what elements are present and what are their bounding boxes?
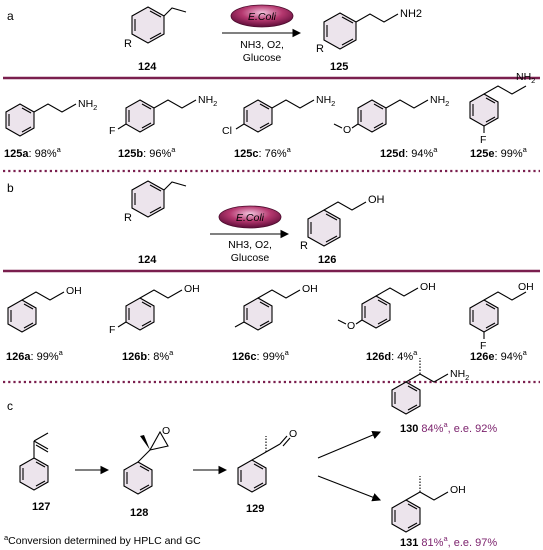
amine-label: NH2 xyxy=(430,94,449,108)
methoxy-oxygen: O xyxy=(343,124,351,136)
product-126: OH R 126 xyxy=(300,194,385,266)
amine-label: NH2 xyxy=(198,94,217,108)
yield-125d: 125d: 94%a xyxy=(380,145,438,160)
fluoro-substituent: F xyxy=(109,324,115,336)
conditions-line2: Glucose xyxy=(231,252,270,264)
yield-126a: 126a: 99%a xyxy=(6,348,64,363)
enzyme-pill-a: E.Coli xyxy=(230,4,294,28)
product-125e: NH2 F 125e: 99%a xyxy=(469,71,535,160)
yield-126d: 126d: 4%a xyxy=(366,348,418,363)
yield-130: 130 84%a, e.e. 92% xyxy=(400,420,497,435)
amine-label: NH2 xyxy=(78,98,97,112)
product-label-125: 125 xyxy=(330,61,348,73)
compound-129: O 129 xyxy=(237,428,297,515)
reactant-124-a: R 124 xyxy=(124,6,187,73)
product-131: OH 131 81%a, e.e. 97% xyxy=(391,476,497,549)
product-label-126: 126 xyxy=(318,254,336,266)
product-group: OH xyxy=(368,194,385,206)
fluoro-substituent: F xyxy=(109,125,115,137)
arrow-to-130 xyxy=(317,430,382,459)
amine-label: NH2 xyxy=(316,94,335,108)
reactant-label-124: 124 xyxy=(138,61,157,73)
label-127: 127 xyxy=(32,501,50,513)
panel-a-label: a xyxy=(7,9,14,23)
conditions-line1: NH3, O2, xyxy=(240,39,284,51)
yield-125e: 125e: 99%a xyxy=(470,145,528,160)
methyl-bond xyxy=(234,321,245,328)
enzyme-label: E.Coli xyxy=(248,11,277,23)
epoxide-oxygen: O xyxy=(162,425,170,437)
product-126b: OH F 126b: 8%a xyxy=(109,283,200,363)
yield-125b: 125b: 96%a xyxy=(118,145,176,160)
footnote: aConversion determined by HPLC and GC xyxy=(4,533,201,547)
reactant-substituent: R xyxy=(124,212,132,224)
methoxy-oxygen: O xyxy=(347,320,355,332)
product-125b: NH2 F 125b: 96%a xyxy=(109,94,217,160)
arrow-to-131 xyxy=(317,475,382,502)
hydroxyl-label: OH xyxy=(302,283,318,295)
label-128: 128 xyxy=(130,507,148,519)
amine-label: NH2 xyxy=(450,368,469,382)
product-130: NH2 130 84%a, e.e. 92% xyxy=(391,358,497,435)
enzyme-label: E.Coli xyxy=(236,212,265,224)
fluoro-substituent: F xyxy=(480,340,486,352)
product-group: NH2 xyxy=(400,8,422,20)
product-125: NH2 R 125 xyxy=(316,8,422,73)
product-126d: OH O 126d: 4%a xyxy=(337,281,436,363)
yield-131: 131 81%a, e.e. 97% xyxy=(400,534,497,549)
hydroxyl-label: OH xyxy=(184,283,200,295)
reactant-label-124: 124 xyxy=(138,254,157,266)
product-125c: NH2 Cl 125c: 76%a xyxy=(222,94,335,160)
yield-126e: 126e: 94%a xyxy=(470,348,528,363)
label-129: 129 xyxy=(246,503,264,515)
panel-b-label: b xyxy=(7,181,14,195)
product-126e: OH F 126e: 94%a xyxy=(469,281,534,363)
hydroxyl-label: OH xyxy=(420,281,436,293)
product-substituent: R xyxy=(300,240,308,252)
fluoro-substituent: F xyxy=(480,134,486,146)
enzyme-pill-b: E.Coli xyxy=(218,205,282,229)
product-126c: OH 126c: 99%a xyxy=(232,283,318,363)
yield-125a: 125a: 98%a xyxy=(4,145,62,160)
product-125d: NH2 O 125d: 94%a xyxy=(333,94,449,160)
yield-125c: 125c: 76%a xyxy=(234,145,292,160)
hydroxyl-label: OH xyxy=(66,285,82,297)
hydroxyl-label: OH xyxy=(450,484,466,496)
product-125a: NH2 125a: 98%a xyxy=(4,98,97,160)
chloro-substituent: Cl xyxy=(222,125,232,137)
yield-126c: 126c: 99%a xyxy=(232,348,290,363)
hydroxyl-label: OH xyxy=(518,281,534,293)
product-substituent: R xyxy=(316,43,324,55)
conditions-line2: Glucose xyxy=(243,52,282,64)
conditions-line1: NH3, O2, xyxy=(228,239,272,251)
reactant-substituent: R xyxy=(124,38,132,50)
amine-label: NH2 xyxy=(516,71,535,85)
panel-c-label: c xyxy=(7,399,13,413)
product-126a: OH 126a: 99%a xyxy=(6,285,82,363)
compound-127: 127 xyxy=(19,432,50,513)
reactant-124-b: R 124 xyxy=(124,180,187,266)
compound-128: O 128 xyxy=(123,425,170,519)
carbonyl-oxygen: O xyxy=(289,428,297,440)
yield-126b: 126b: 8%a xyxy=(122,348,174,363)
